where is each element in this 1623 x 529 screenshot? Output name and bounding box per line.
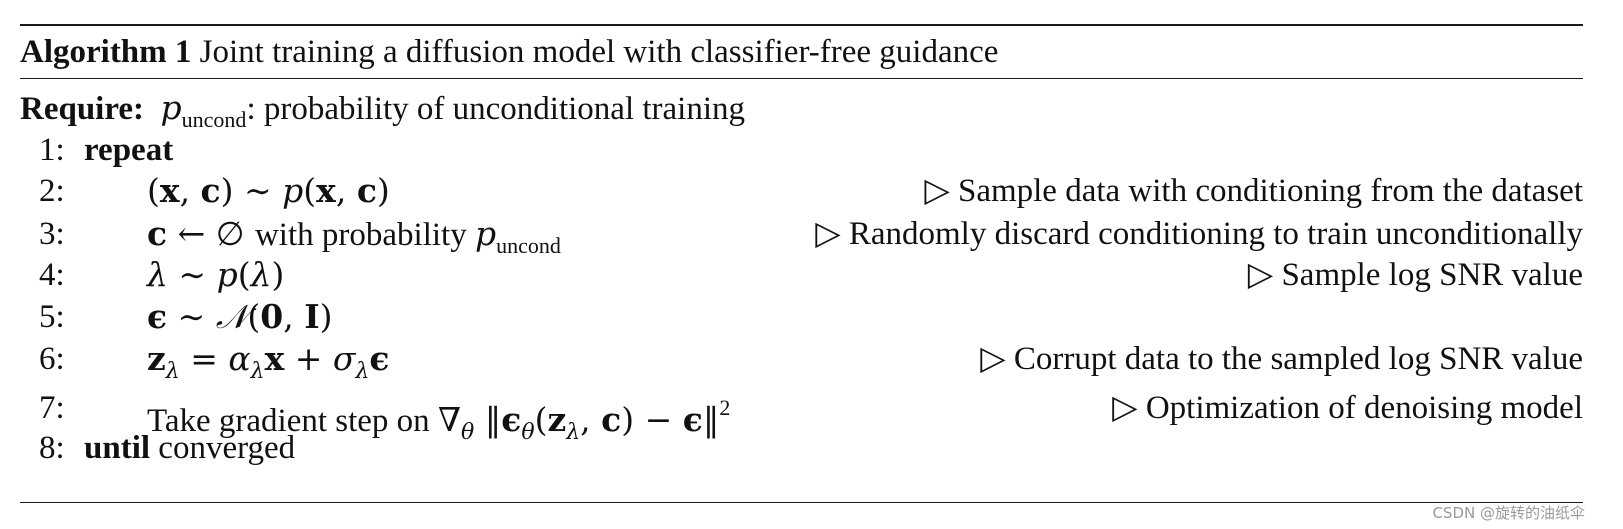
require-label: Require: bbox=[20, 91, 145, 127]
gradient-step: Take gradient step on ∇θ ‖ϵθ(zλ, c) − ϵ‖… bbox=[147, 395, 731, 445]
converged-text: converged bbox=[158, 430, 296, 466]
algo-line-6: 6: zλ = αλx + σλϵ ▷ Corrupt data to the … bbox=[20, 337, 1583, 384]
algorithm-label: Algorithm 1 bbox=[20, 34, 192, 70]
algo-line-7: 7: Take gradient step on ∇θ ‖ϵθ(zλ, c) −… bbox=[20, 386, 1583, 445]
repeat-keyword: repeat bbox=[84, 132, 174, 168]
bottom-rule bbox=[20, 502, 1583, 503]
lambda-sample-math: λ ∼ p(λ) bbox=[147, 255, 285, 294]
algo-line-4: 4: λ ∼ p(λ) ▷ Sample log SNR value bbox=[20, 253, 1583, 297]
corrupt-data-math: zλ = αλx + σλϵ bbox=[147, 339, 390, 384]
algo-line-5: 5: ϵ ∼ 𝒩(0, I) bbox=[20, 295, 1583, 339]
discard-conditioning: c ← ∅ with probability puncond bbox=[147, 214, 561, 258]
line-number: 5: bbox=[39, 299, 65, 335]
top-rule bbox=[20, 24, 1583, 26]
comment-optimization: ▷ Optimization of denoising model bbox=[1112, 390, 1583, 426]
algo-line-8: 8: until converged bbox=[20, 426, 1583, 470]
line-number: 2: bbox=[39, 173, 65, 209]
line-number: 1: bbox=[39, 132, 65, 168]
algo-line-1: 1: repeat bbox=[20, 128, 1583, 172]
watermark: CSDN @旋转的油纸伞 bbox=[1432, 504, 1585, 522]
line-number: 6: bbox=[39, 341, 65, 377]
comment-triangle-icon: ▷ bbox=[980, 341, 1006, 377]
algo-line-2: 2: (x, c) ∼ p(x, c) ▷ Sample data with c… bbox=[20, 169, 1583, 213]
comment-triangle-icon: ▷ bbox=[1112, 390, 1138, 426]
line-number: 4: bbox=[39, 257, 65, 293]
caption-rule bbox=[20, 78, 1583, 79]
comment-triangle-icon: ▷ bbox=[1247, 257, 1274, 293]
comment-log-snr: ▷ Sample log SNR value bbox=[1247, 257, 1583, 293]
noise-sample-math: ϵ ∼ 𝒩(0, I) bbox=[147, 297, 333, 336]
sample-data-math: (x, c) ∼ p(x, c) bbox=[147, 171, 390, 210]
comment-discard: ▷ Randomly discard conditioning to train… bbox=[815, 216, 1583, 252]
p-uncond-math: puncond bbox=[160, 88, 247, 132]
algorithm-caption: Algorithm 1 Joint training a diffusion m… bbox=[20, 30, 998, 74]
require-text: : probability of unconditional training bbox=[246, 91, 746, 127]
algorithm-title: Joint training a diffusion model with cl… bbox=[199, 34, 999, 70]
require-line: Require: puncond: probability of uncondi… bbox=[20, 86, 1583, 132]
until-keyword: until bbox=[84, 430, 151, 466]
comment-corrupt: ▷ Corrupt data to the sampled log SNR va… bbox=[980, 341, 1583, 377]
comment-sample-data: ▷ Sample data with conditioning from the… bbox=[924, 173, 1583, 209]
line-number: 3: bbox=[39, 216, 65, 252]
algo-line-3: 3: c ← ∅ with probability puncond ▷ Rand… bbox=[20, 212, 1583, 258]
line-number: 8: bbox=[39, 430, 65, 466]
line-number: 7: bbox=[39, 390, 65, 426]
comment-triangle-icon: ▷ bbox=[924, 173, 950, 209]
comment-triangle-icon: ▷ bbox=[815, 216, 841, 252]
